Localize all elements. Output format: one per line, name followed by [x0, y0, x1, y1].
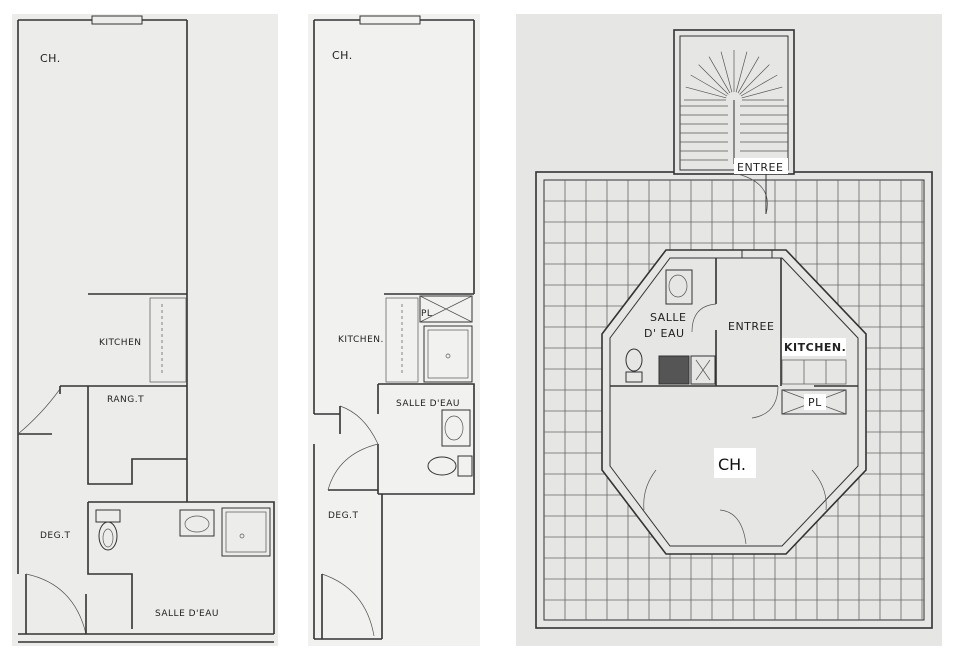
stair-tread — [720, 51, 733, 93]
octagon-room — [601, 249, 867, 555]
kitchen-counter — [781, 359, 847, 385]
stair-tread — [740, 74, 778, 97]
window — [91, 15, 143, 25]
floor-plan-3: ENTREE SALLE D' EAU ENTREE KITCHEN. PL C… — [516, 14, 942, 646]
door-swing — [25, 573, 87, 635]
room-label-ch: CH. — [40, 52, 61, 65]
shower — [221, 507, 271, 557]
room-label-pl: PL — [808, 396, 822, 409]
toilet-tank — [457, 455, 473, 477]
window — [741, 249, 773, 259]
room-label-salle-line1: SALLE — [650, 311, 686, 324]
toilet — [427, 456, 457, 476]
staircase — [680, 50, 788, 164]
door-swing — [737, 173, 768, 215]
room-label-ch: CH. — [718, 455, 746, 474]
door-swing — [643, 469, 657, 511]
door-swing — [719, 509, 747, 545]
room-label-salle-line2: D' EAU — [644, 327, 685, 340]
room-label-entree-top: ENTREE — [737, 161, 783, 174]
floor-plan-1-drawing — [17, 15, 275, 643]
floor-plan-2-drawing — [313, 15, 475, 640]
stair-tread — [739, 64, 770, 95]
toilet — [625, 348, 643, 372]
sink — [665, 269, 693, 305]
door-swing — [17, 388, 61, 435]
toilet-tank — [625, 371, 643, 383]
window — [359, 15, 421, 25]
pl-duct — [781, 389, 847, 415]
room-label-degt: DEG.T — [40, 531, 70, 541]
stair-tread — [708, 56, 731, 94]
kitchen-counter — [385, 297, 419, 383]
room-label-entree: ENTREE — [728, 320, 774, 333]
room-label-degt: DEG.T — [328, 511, 358, 521]
door-swing — [321, 573, 375, 637]
stair-tread — [690, 74, 728, 97]
room-label-salle: SALLE D'EAU — [396, 399, 460, 409]
floor-plan-3-drawing — [535, 29, 933, 629]
terrace-inner — [543, 179, 925, 621]
toilet — [98, 521, 118, 551]
stair-tread — [698, 64, 729, 95]
room-label-kitchen: KITCHEN. — [338, 335, 384, 345]
stair-tread — [685, 86, 727, 99]
shower — [423, 325, 473, 383]
room-label-kitchen: KITCHEN. — [784, 341, 846, 354]
door-swing — [691, 303, 717, 333]
floor-plan-2: CH. KITCHEN. PL SALLE D'EAU DEG.T — [308, 14, 480, 646]
stair-tread — [737, 56, 760, 94]
room-label-salle: SALLE D'EAU — [155, 609, 219, 619]
door-swing — [327, 443, 379, 491]
shower — [658, 355, 690, 385]
sink — [179, 509, 215, 537]
door-swing — [811, 469, 827, 511]
room-label-rangt: RANG.T — [107, 395, 144, 405]
door-swing — [339, 405, 379, 445]
room-label-pl: PL — [421, 309, 432, 319]
stair-tread — [735, 51, 748, 93]
kitchen-counter — [149, 297, 187, 383]
room-label-kitchen: KITCHEN — [99, 338, 142, 348]
room-label-ch: CH. — [332, 49, 353, 62]
floor-plan-1: CH. KITCHEN RANG.T DEG.T SALLE D'EAU — [12, 14, 278, 646]
door-swing — [751, 385, 779, 419]
stair-tread — [741, 86, 783, 99]
pl-duct — [419, 295, 473, 323]
sink — [441, 409, 471, 447]
